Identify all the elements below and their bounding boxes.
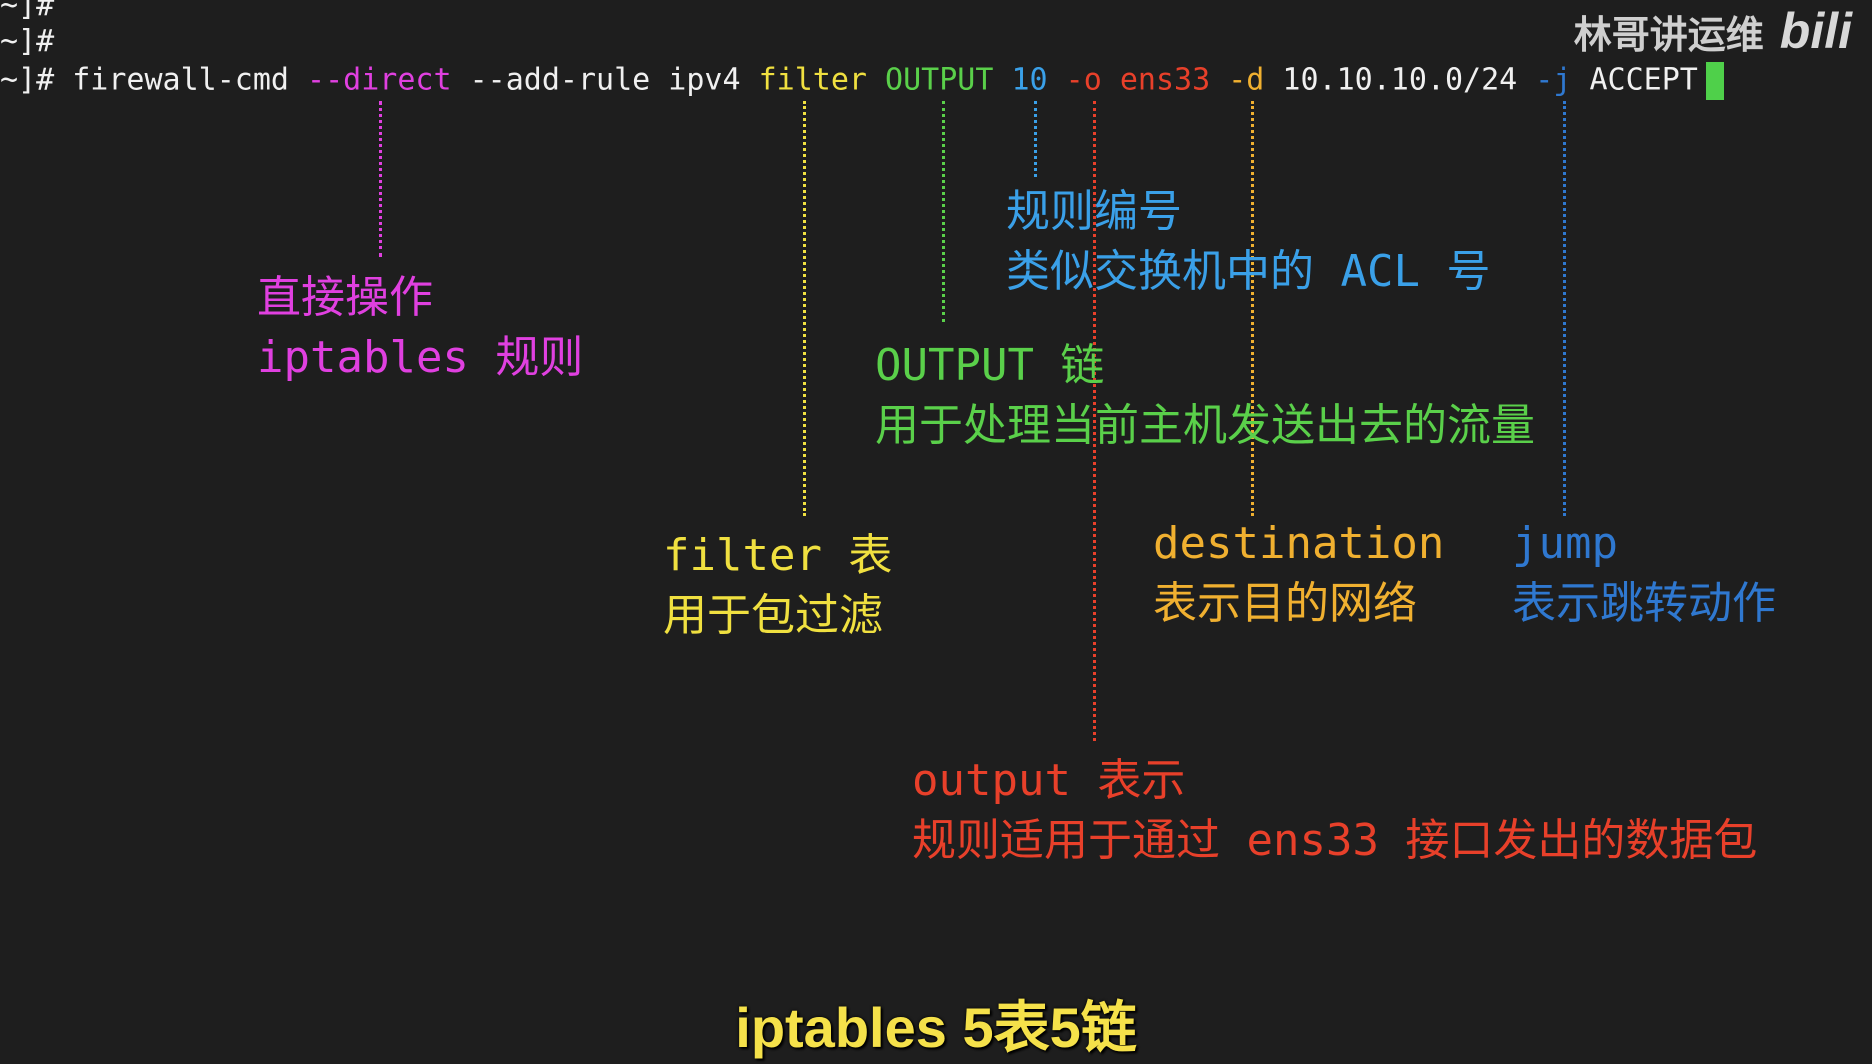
watermark: 林哥讲运维 bili (1574, 2, 1852, 60)
video-subtitle: iptables 5表5链 (735, 996, 1137, 1059)
command-token: filter (740, 62, 867, 98)
command-token: OUTPUT (867, 62, 994, 98)
pointer-line-output-iface (1093, 101, 1096, 741)
annotation-output-iface: output 表示规则适用于通过 ens33 接口发出的数据包 (912, 755, 1758, 866)
command-token: firewall-cmd (54, 62, 289, 98)
terminal-cursor (1705, 62, 1724, 100)
pointer-line-destination (1251, 101, 1254, 516)
command-token: --direct (289, 62, 452, 98)
command-token: -d (1210, 62, 1265, 98)
pointer-line-filter (803, 101, 806, 516)
command-token: ens33 (1101, 62, 1211, 98)
terminal-prev-prompt: ~]# (0, 24, 55, 59)
command-token: -o (1047, 62, 1102, 98)
pointer-line-rule-number (1034, 101, 1037, 177)
annotation-filter-table: filter 表用于包过滤 (663, 530, 893, 641)
terminal-command-line[interactable]: ~]# firewall-cmd --direct --add-rule ipv… (0, 62, 1724, 100)
command-token: -j (1517, 62, 1572, 98)
pointer-line-direct (379, 101, 382, 257)
annotation-output-chain: OUTPUT 链用于处理当前主机发送出去的流量 (875, 340, 1535, 451)
command-token: ipv4 (650, 62, 741, 98)
command-token: --add-rule (451, 62, 651, 98)
command-token: ACCEPT (1571, 62, 1698, 98)
prompt: ~]# (0, 62, 55, 98)
terminal-prev-prompt: ~]# (0, 0, 55, 23)
channel-name: 林哥讲运维 (1573, 14, 1764, 57)
command-token: 10.10.10.0/24 (1264, 62, 1518, 98)
bilibili-logo-icon: bili (1779, 3, 1852, 59)
pointer-line-output-chain (942, 101, 945, 322)
command-token: 10 (993, 62, 1048, 98)
annotation-rule-number: 规则编号类似交换机中的 ACL 号 (1006, 186, 1491, 297)
pointer-line-jump (1563, 101, 1566, 516)
